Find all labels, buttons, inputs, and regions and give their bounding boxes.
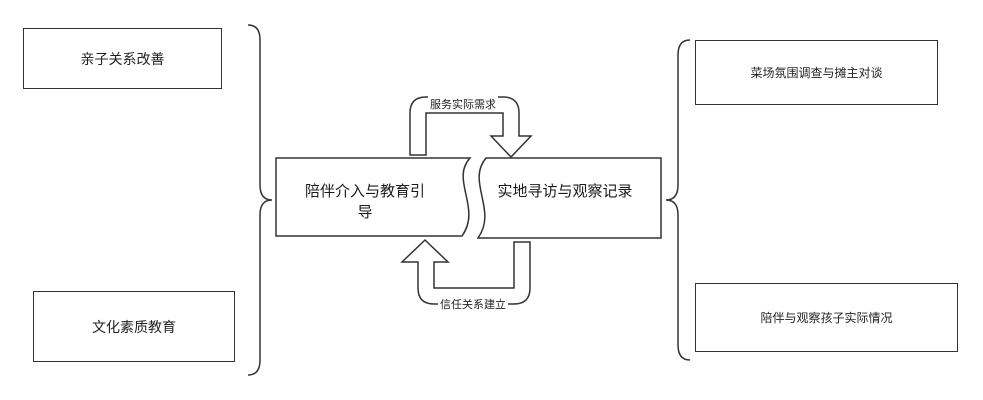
right-node-top-label: 菜场氛围调查与摊主对谈 bbox=[750, 66, 883, 80]
right-node-market-survey: 菜场氛围调查与摊主对谈 bbox=[695, 40, 938, 105]
left-node-bottom-label: 文化素质教育 bbox=[92, 319, 176, 336]
center-right-shape bbox=[476, 157, 662, 239]
top-cycle-arrow bbox=[409, 96, 533, 159]
left-node-parent-child-relation: 亲子关系改善 bbox=[23, 28, 222, 89]
right-node-child-observation: 陪伴与观察孩子实际情况 bbox=[695, 283, 958, 352]
center-right-label: 实地寻访与观察记录 bbox=[497, 182, 633, 200]
right-node-bottom-label: 陪伴与观察孩子实际情况 bbox=[760, 311, 893, 325]
center-left-shape bbox=[275, 157, 472, 237]
right-brace bbox=[665, 39, 691, 361]
center-left-label: 陪伴介入与教育引导 bbox=[304, 182, 425, 221]
top-arrow-label: 服务实际需求 bbox=[428, 96, 498, 112]
bottom-arrow-label: 信任关系建立 bbox=[438, 296, 508, 312]
left-brace bbox=[247, 24, 273, 376]
bottom-cycle-arrow bbox=[400, 238, 531, 305]
left-node-cultural-education: 文化素质教育 bbox=[33, 291, 235, 362]
left-node-top-label: 亲子关系改善 bbox=[80, 51, 165, 68]
